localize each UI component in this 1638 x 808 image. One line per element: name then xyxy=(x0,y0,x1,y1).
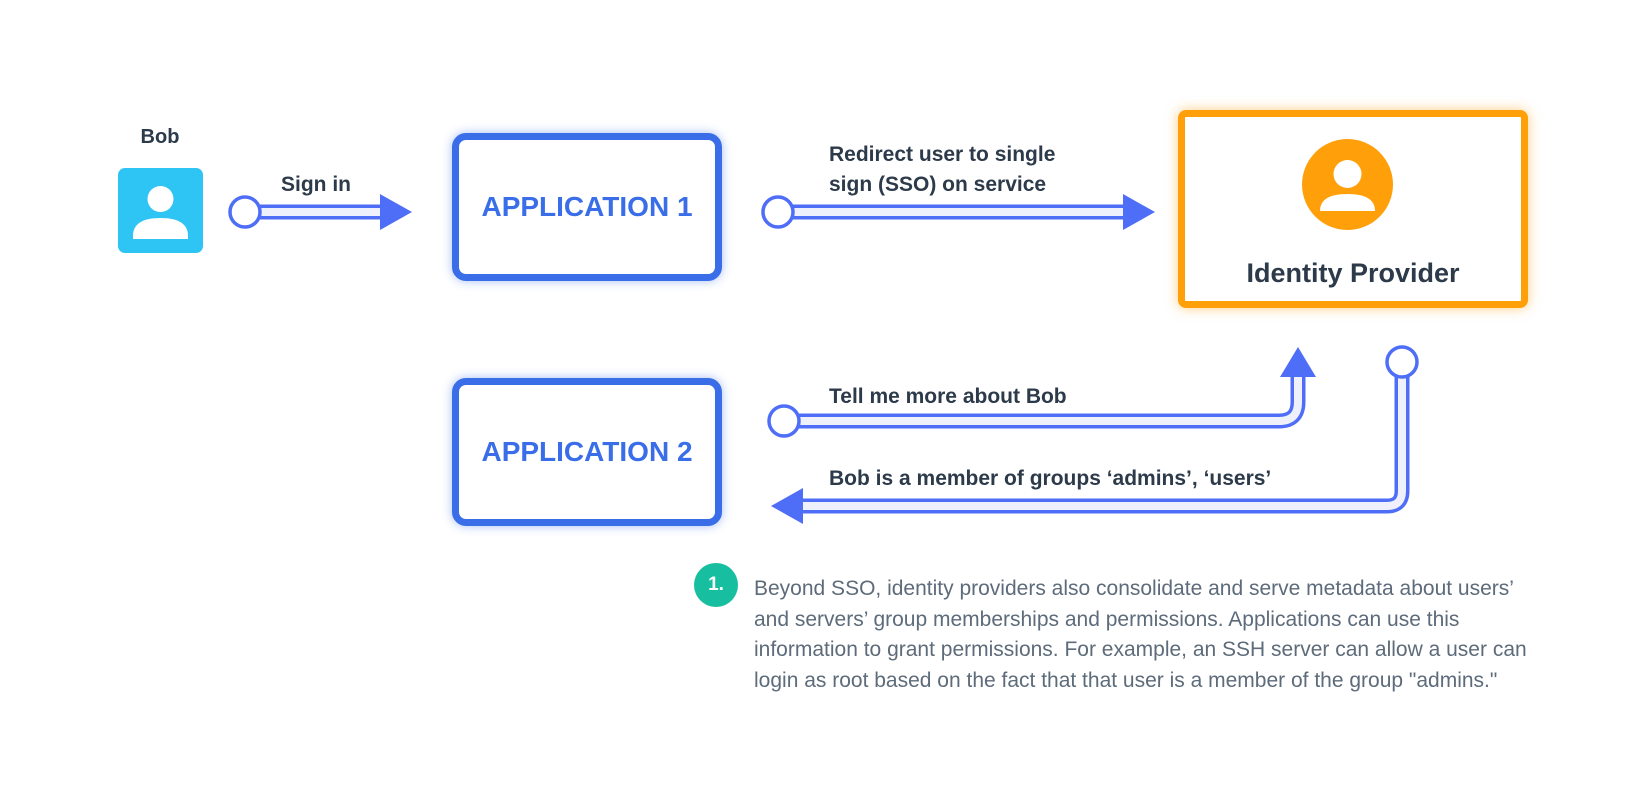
user-avatar xyxy=(118,168,203,253)
redirect-label: Redirect user to single sign (SSO) on se… xyxy=(829,143,1056,196)
application-1-box: APPLICATION 1 xyxy=(452,133,722,281)
application-2-label: APPLICATION 2 xyxy=(481,436,693,467)
application-2-box: APPLICATION 2 xyxy=(452,378,722,526)
sign-in-arrow xyxy=(228,194,412,230)
identity-provider-label: Identity Provider xyxy=(1246,258,1460,288)
tell-more-arrow xyxy=(767,347,1316,438)
user-icon xyxy=(133,186,188,239)
user-name: Bob xyxy=(140,126,180,148)
application-1-label: APPLICATION 1 xyxy=(481,191,693,222)
user-icon xyxy=(1320,160,1375,211)
member-of-arrow xyxy=(771,345,1419,524)
tell-more-label: Tell me more about Bob xyxy=(829,385,1067,408)
step-number-badge: 1. xyxy=(694,563,738,607)
identity-provider-avatar xyxy=(1302,139,1393,230)
redirect-arrow xyxy=(761,194,1155,230)
member-of-label: Bob is a member of groups ‘admins’, ‘use… xyxy=(829,467,1272,490)
sign-in-label: Sign in xyxy=(281,173,351,196)
note-text: Beyond SSO, identity providers also cons… xyxy=(754,577,1527,692)
